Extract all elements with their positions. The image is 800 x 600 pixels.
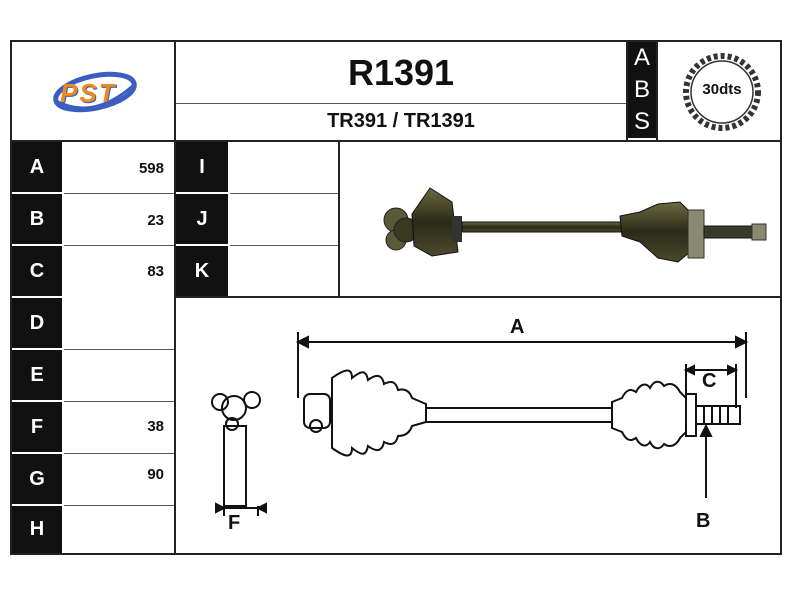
product-photo [340,142,780,294]
row-divider [64,193,174,194]
row-divider [230,245,338,246]
row-divider [64,245,174,246]
divider [656,40,658,142]
row-divider [64,401,174,402]
spec-value-g: 90 [147,466,164,483]
gear-icon [683,53,761,131]
row-divider [230,193,338,194]
spec-label-e: E [12,350,62,400]
spec-label-f: F [12,402,62,452]
spec-value-c: 83 [147,263,164,280]
spec-value-a: 598 [138,160,164,177]
abs-letter-b: B [628,74,656,106]
spec-label-h: H [12,506,62,553]
reference-numbers: TR391 / TR1391 [327,110,475,132]
brand-logo: PST [40,62,150,122]
row-divider [64,349,174,350]
technical-drawing: A C B F [176,298,780,553]
spec-label-i: I [176,142,228,192]
divider [10,140,782,142]
spec-value-b: 23 [147,212,164,229]
logo-swoosh-icon [53,71,137,113]
divider [626,40,628,142]
abs-letter-a: A [628,42,656,74]
spec-label-k: K [176,246,228,296]
spec-label-j: J [176,194,228,244]
driveshaft-diagram-icon [211,332,749,516]
spec-label-b: B [12,194,62,244]
spec-label-g: G [12,454,62,504]
divider [338,140,340,298]
teeth-badge: 30dts [680,50,764,134]
abs-letter-s: S [628,106,656,138]
row-divider [64,505,174,506]
divider [176,103,626,104]
spec-label-d: D [12,298,62,348]
logo-text: PST [60,78,117,108]
row-divider [64,453,174,454]
spec-label-a: A [12,142,62,192]
dimension-label-c: C [702,370,717,392]
spec-value-f: 38 [147,418,164,435]
teeth-count: 30dts [702,81,742,98]
dimension-label-a: A [510,316,525,338]
spec-label-c: C [12,246,62,296]
dimension-label-b: B [696,510,711,532]
divider [176,296,782,298]
driveshaft-photo-icon [383,187,767,263]
part-number: R1391 [347,52,455,93]
dimension-label-f: F [228,512,241,534]
divider [174,40,176,555]
